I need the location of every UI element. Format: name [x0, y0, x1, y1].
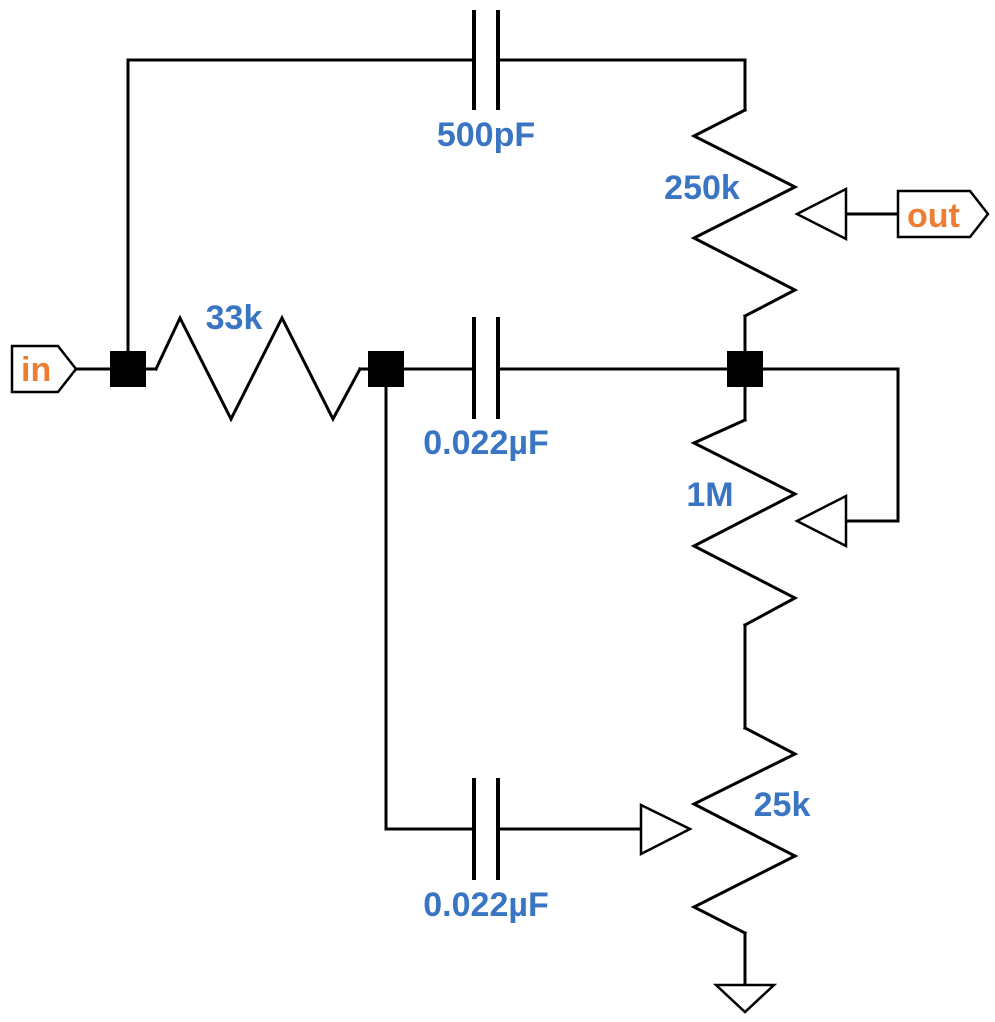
resistor-33k [154, 314, 363, 423]
bass-wiper-arrow [794, 493, 848, 549]
label-25k: 25k [754, 786, 811, 824]
output-port: out [896, 189, 990, 239]
junction-node-c [727, 351, 763, 387]
capacitor-0022uf-bottom [472, 778, 500, 880]
label-0022uf-bottom: 0.022µF [423, 886, 548, 924]
potentiometer-25k [690, 725, 799, 936]
capacitor-500pf [472, 10, 500, 110]
junction-node-a [110, 351, 146, 387]
wires [74, 58, 900, 987]
junction-node-b [368, 351, 404, 387]
label-33k: 33k [206, 299, 263, 337]
wire-top-rail-right [496, 58, 747, 112]
wire-node-b-to-cap-bottom [384, 385, 476, 831]
wire-node-c-to-bass-wiper [761, 367, 900, 523]
label-500pf: 500pF [437, 116, 535, 154]
potentiometer-1m [690, 418, 799, 628]
mid-wiper-arrow [639, 802, 693, 857]
capacitor-0022uf-mid [472, 317, 500, 419]
treble-wiper-arrow [794, 186, 848, 242]
wire-top-rail-left [126, 58, 476, 353]
input-port-label: in [21, 351, 51, 389]
label-0022uf-mid: 0.022µF [423, 424, 548, 462]
input-port: in [10, 344, 78, 394]
ground-symbol [712, 983, 778, 1014]
label-250k: 250k [664, 169, 740, 207]
output-port-label: out [907, 197, 960, 235]
potentiometer-250k [690, 107, 799, 319]
label-1m: 1M [686, 476, 733, 514]
